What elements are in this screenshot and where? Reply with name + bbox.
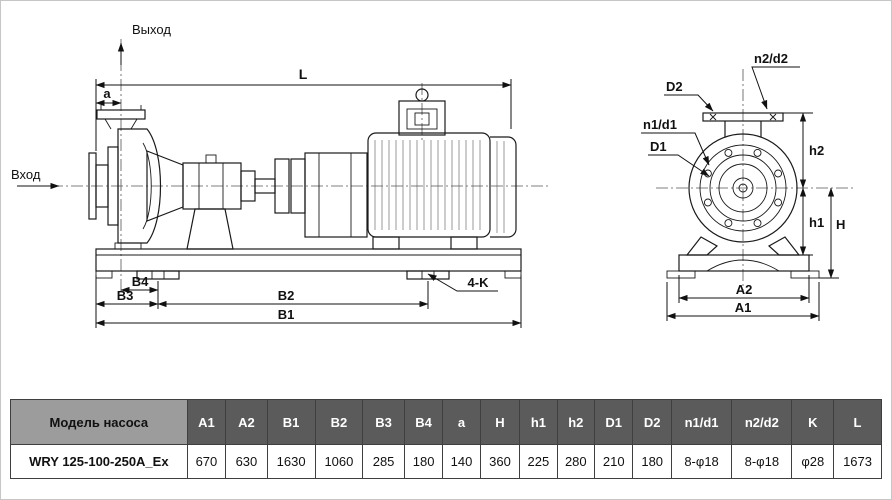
pump-casing	[88, 105, 162, 250]
end-view-dimensions: h2 h1 H A2 A1	[666, 112, 845, 321]
fan-cover	[490, 136, 517, 238]
dim-n1d1: n1/d1	[643, 117, 677, 132]
header-h2: h2	[556, 399, 596, 445]
end-view-callouts: D2 n2/d2 n1/d1 D1	[641, 51, 800, 177]
header-B4: B4	[403, 399, 444, 445]
header-K: K	[791, 399, 835, 445]
header-L: L	[833, 399, 882, 445]
dimensions-table-wrap: Модель насоса A1 A2 B1 B2 B3 B4 a H h1 h…	[1, 395, 891, 479]
header-D2: D2	[632, 399, 672, 445]
inlet-label: Вход	[11, 167, 41, 182]
cell-h1: 225	[519, 444, 558, 479]
cell-h2: 280	[556, 444, 596, 479]
cell-H: 360	[479, 444, 521, 479]
side-view-dimensions: L a B4 B3 B2 B1 4-K	[95, 66, 522, 328]
header-n2d2: n2/d2	[731, 399, 793, 445]
motor-foot	[450, 236, 478, 250]
header-model: Модель насоса	[10, 399, 188, 445]
cell-L: 1673	[833, 444, 882, 479]
dim-B4: B4	[132, 274, 149, 289]
dim-a: a	[103, 86, 111, 101]
cell-n1d1: 8-φ18	[670, 444, 733, 479]
dim-H: H	[836, 217, 845, 232]
header-D1: D1	[594, 399, 634, 445]
dim-D1: D1	[650, 139, 667, 154]
discharge-flange-top	[702, 112, 784, 137]
cell-B4: 180	[403, 444, 444, 479]
header-A1: A1	[186, 399, 227, 445]
cell-B3: 285	[362, 444, 405, 479]
cell-A1: 670	[186, 444, 227, 479]
bearing-frame	[146, 150, 368, 250]
bolt-holes	[703, 148, 783, 228]
header-h1: h1	[519, 399, 558, 445]
header-B1: B1	[266, 399, 316, 445]
dim-B3: B3	[117, 288, 134, 303]
dim-B2: B2	[278, 288, 295, 303]
cell-K: φ28	[791, 444, 835, 479]
cell-a: 140	[442, 444, 481, 479]
cell-A2: 630	[225, 444, 268, 479]
dim-D2: D2	[666, 79, 683, 94]
header-A2: A2	[225, 399, 268, 445]
cell-D1: 210	[594, 444, 634, 479]
cell-D2: 180	[632, 444, 672, 479]
header-n1d1: n1/d1	[670, 399, 733, 445]
motor	[367, 88, 517, 250]
dimensions-table: Модель насоса A1 A2 B1 B2 B3 B4 a H h1 h…	[10, 399, 882, 479]
cell-B1: 1630	[266, 444, 316, 479]
side-view: Выход Вход	[11, 22, 549, 328]
pump-technical-drawing: Выход Вход	[11, 22, 853, 328]
header-row: Модель насоса A1 A2 B1 B2 B3 B4 a H h1 h…	[10, 399, 882, 445]
casing-circles	[688, 133, 798, 243]
cell-B2: 1060	[314, 444, 364, 479]
lifting-eye	[415, 88, 429, 102]
anchor-pad	[406, 270, 450, 280]
table-row: WRY 125-100-250A_Ex 670 630 1630 1060 28…	[10, 444, 882, 479]
pedestal	[666, 236, 820, 279]
dim-n2d2: n2/d2	[754, 51, 788, 66]
dim-L: L	[299, 66, 308, 82]
cell-n2d2: 8-φ18	[731, 444, 793, 479]
baseplate	[95, 248, 522, 280]
header-H: H	[479, 399, 521, 445]
motor-foot	[372, 236, 400, 250]
header-B2: B2	[314, 399, 364, 445]
dim-A1: A1	[735, 300, 752, 315]
anchor-pad	[136, 270, 180, 280]
dim-4K: 4-K	[468, 275, 490, 290]
flange-bolt-marks	[709, 113, 777, 121]
dim-h2: h2	[809, 143, 824, 158]
dim-A2: A2	[736, 282, 753, 297]
outlet-label: Выход	[132, 22, 171, 37]
header-B3: B3	[362, 399, 405, 445]
cell-model: WRY 125-100-250A_Ex	[10, 444, 188, 479]
end-view: D2 n2/d2 n1/d1 D1 h2 h1 H A2 A1	[641, 51, 853, 321]
header-a: a	[442, 399, 481, 445]
dim-B1: B1	[278, 307, 295, 322]
dim-h1: h1	[809, 215, 824, 230]
